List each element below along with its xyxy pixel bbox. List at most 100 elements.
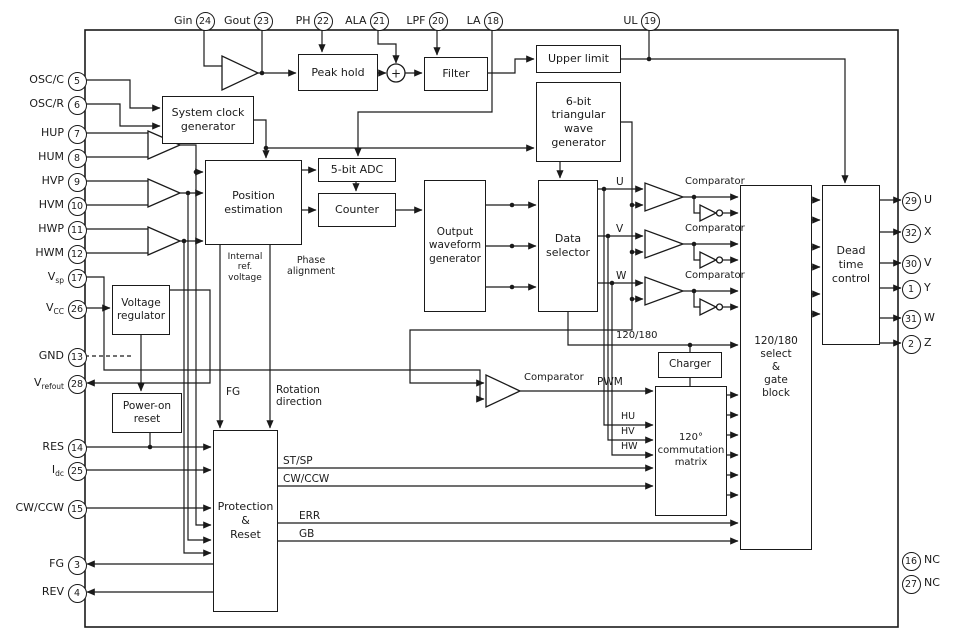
- pin-label-res: RES: [42, 440, 64, 453]
- block-commutation-matrix: 120° commutation matrix: [655, 386, 727, 516]
- pin-number-2: 2: [901, 334, 921, 354]
- label-signal-u: U: [616, 176, 624, 188]
- block-data-selector: Data selector: [538, 180, 598, 312]
- inverter-v-bubble: [715, 256, 724, 264]
- block-system-clock-generator: System clock generator: [162, 96, 254, 144]
- block-position-estimation: Position estimation: [205, 160, 302, 245]
- label-gb: GB: [299, 528, 315, 540]
- pin-number-17: 17: [67, 268, 87, 288]
- junction-dots: [147, 56, 697, 450]
- pin-label-hvm: HVM: [38, 198, 64, 211]
- inverter-w-triangle: [699, 297, 718, 317]
- pin-label-ph: PH: [295, 14, 311, 27]
- pin-label-hup: HUP: [41, 126, 64, 139]
- pin-label-vsp: Vsp: [47, 270, 64, 286]
- label-comparator-w: Comparator: [685, 270, 745, 281]
- gain-amp-triangle: [221, 54, 260, 92]
- pin-number-23: 23: [253, 11, 273, 31]
- pin-number-28: 28: [67, 374, 87, 394]
- block-peak-hold: Peak hold: [298, 54, 378, 91]
- hall-amp-w-triangle: [147, 226, 182, 256]
- label-rotation-direction: Rotation direction: [276, 384, 323, 409]
- pin-label-gin: Gin: [173, 14, 193, 27]
- sum-junction: [386, 63, 406, 83]
- block-select-gate: 120/180 select & gate block: [740, 185, 812, 550]
- pin-number-21: 21: [369, 11, 389, 31]
- label-comparator-u: Comparator: [685, 176, 745, 187]
- hall-amp-v-triangle: [147, 178, 182, 208]
- block-charger: Charger: [658, 352, 722, 378]
- comparator-v-triangle: [644, 229, 685, 259]
- block-output-waveform-generator: Output waveform generator: [424, 180, 486, 312]
- label-hw: HW: [621, 441, 638, 452]
- label-internal-ref-voltage: Internal ref. voltage: [227, 252, 263, 283]
- inverter-v-triangle: [699, 250, 718, 270]
- block-dead-time-control: Dead time control: [822, 185, 880, 345]
- symbols: +: [147, 54, 724, 409]
- pin-number-1: 1: [901, 279, 921, 299]
- label-120-180: 120/180: [616, 330, 658, 341]
- pin-number-4: 4: [67, 583, 87, 603]
- inverter-w-bubble: [715, 303, 724, 311]
- pin-number-6: 6: [67, 95, 87, 115]
- label-fg-signal: FG: [226, 386, 241, 398]
- pin-number-8: 8: [67, 148, 87, 168]
- pin-label-hwm: HWM: [35, 246, 64, 259]
- pin-number-9: 9: [67, 172, 87, 192]
- pin-number-25: 25: [67, 461, 87, 481]
- pin-number-20: 20: [428, 11, 448, 31]
- block-counter: Counter: [318, 193, 396, 227]
- inverter-u-bubble: [715, 209, 724, 217]
- label-comparator-v: Comparator: [685, 223, 745, 234]
- pin-number-30: 30: [901, 254, 921, 274]
- block-protection-reset: Protection & Reset: [213, 430, 278, 612]
- pin-number-27: 27: [901, 574, 921, 594]
- block-filter: Filter: [424, 57, 488, 91]
- label-signal-v: V: [616, 223, 624, 235]
- pin-label-la: LA: [466, 14, 481, 27]
- pin-label-fg: FG: [49, 557, 64, 570]
- pin-number-3: 3: [67, 555, 87, 575]
- label-signal-w: W: [616, 270, 627, 282]
- arrowed-wires: [85, 29, 902, 596]
- pin-label-lpf: LPF: [406, 14, 426, 27]
- label-hu: HU: [621, 411, 636, 422]
- pin-number-12: 12: [67, 244, 87, 264]
- pin-number-29: 29: [901, 191, 921, 211]
- label-comparator-pwm: Comparator: [524, 372, 584, 383]
- pin-label-osc-r: OSC/R: [29, 97, 64, 110]
- pin-label-hvp: HVP: [41, 174, 64, 187]
- block-5bit-adc: 5-bit ADC: [318, 158, 396, 182]
- pin-number-14: 14: [67, 438, 87, 458]
- pin-number-22: 22: [313, 11, 333, 31]
- pin-label-nc-2: NC: [924, 576, 940, 589]
- pin-number-18: 18: [483, 11, 503, 31]
- pin-label-idc: Idc: [51, 463, 64, 479]
- inverter-u-triangle: [699, 203, 718, 223]
- pin-label-ul: UL: [623, 14, 638, 27]
- block-triangular-wave-generator: 6-bit triangular wave generator: [536, 82, 621, 162]
- pin-number-5: 5: [67, 71, 87, 91]
- pin-label-hum: HUM: [38, 150, 64, 163]
- pin-number-24: 24: [195, 11, 215, 31]
- pin-label-vcc: VCC: [45, 301, 64, 317]
- plain-wires: [85, 29, 700, 447]
- pin-label-w-out: W: [924, 311, 935, 324]
- pin-label-ala: ALA: [345, 14, 367, 27]
- pin-number-13: 13: [67, 347, 87, 367]
- pin-label-gout: Gout: [223, 14, 251, 27]
- pwm-comparator-triangle: [485, 373, 522, 409]
- pin-label-v-out: V: [924, 256, 932, 269]
- label-phase-alignment: Phase alignment: [287, 255, 335, 277]
- pin-label-u-out: U: [924, 193, 933, 206]
- pin-label-cw-ccw: CW/CCW: [15, 501, 64, 514]
- pin-number-7: 7: [67, 124, 87, 144]
- comparator-w-triangle: [644, 276, 685, 306]
- label-cw-ccw-signal: CW/CCW: [283, 473, 330, 485]
- pin-number-15: 15: [67, 499, 87, 519]
- pin-number-16: 16: [901, 551, 921, 571]
- pin-label-rev: REV: [41, 585, 64, 598]
- block-upper-limit: Upper limit: [536, 45, 621, 73]
